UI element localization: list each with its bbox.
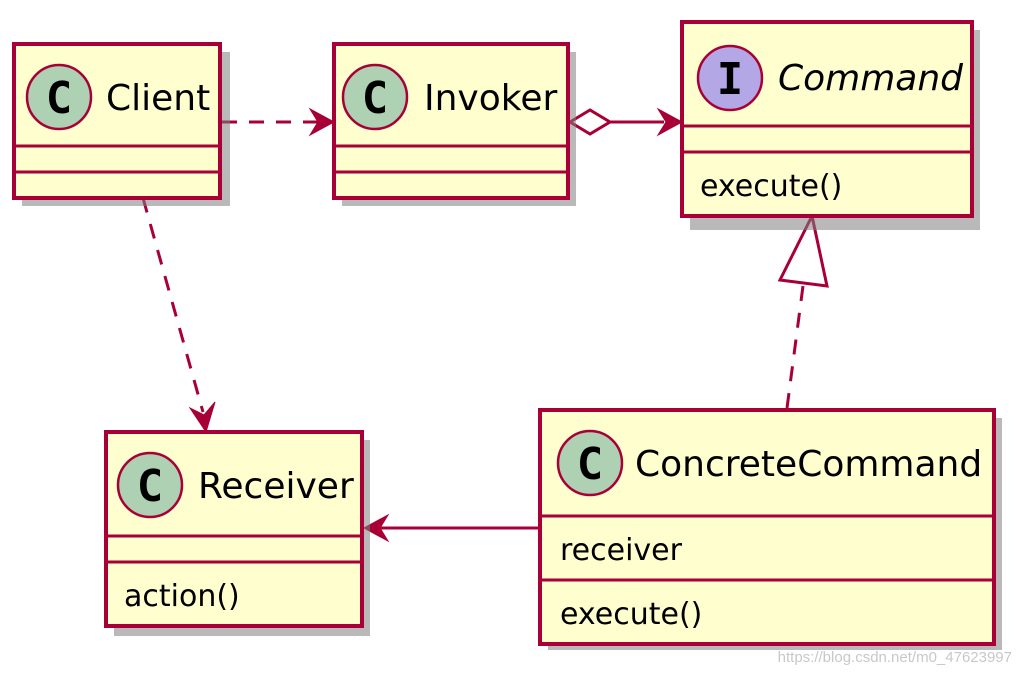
class-badge-icon <box>116 451 184 519</box>
edge-concrete-command-realization <box>785 285 805 409</box>
interface-command[interactable]: I Command execute() <box>680 20 980 230</box>
class-badge-icon <box>341 63 409 131</box>
class-name: Invoker <box>424 78 557 119</box>
class-invoker[interactable]: C Invoker <box>332 42 576 206</box>
interface-name: Command <box>778 58 964 99</box>
aggregation-diamond <box>567 108 613 136</box>
edge-client-receiver <box>141 197 205 413</box>
class-badge-letter: C <box>137 461 164 512</box>
arrowhead-client-invoker <box>308 107 336 137</box>
class-name: ConcreteCommand <box>635 444 982 485</box>
interface-badge-icon <box>696 44 764 112</box>
edges <box>141 107 829 543</box>
class-badge-letter: C <box>46 73 73 124</box>
interface-badge-letter: I <box>717 54 744 105</box>
class-badge-letter: C <box>577 439 604 490</box>
class-name: Receiver <box>198 466 354 507</box>
class-concrete-command[interactable]: C ConcreteCommand receiver execute() <box>538 408 1002 650</box>
class-name: Client <box>106 78 210 119</box>
class-client[interactable]: C Client <box>12 42 230 206</box>
arrowhead-concrete-command-receiver <box>362 513 390 543</box>
class-badge-icon <box>556 429 624 497</box>
method-execute: execute() <box>700 169 842 204</box>
realization-triangle <box>777 211 829 288</box>
class-badge-letter: C <box>362 73 389 124</box>
arrowhead-client-receiver <box>188 401 216 434</box>
attribute-receiver: receiver <box>560 533 683 568</box>
method-execute: execute() <box>560 597 702 632</box>
watermark-text: https://blog.csdn.net/m0_47623997 <box>778 649 1012 666</box>
class-receiver[interactable]: C Receiver action() <box>104 430 370 636</box>
method-action: action() <box>124 579 240 614</box>
arrowhead-invoker-command <box>656 107 684 137</box>
class-badge-icon <box>25 63 93 131</box>
